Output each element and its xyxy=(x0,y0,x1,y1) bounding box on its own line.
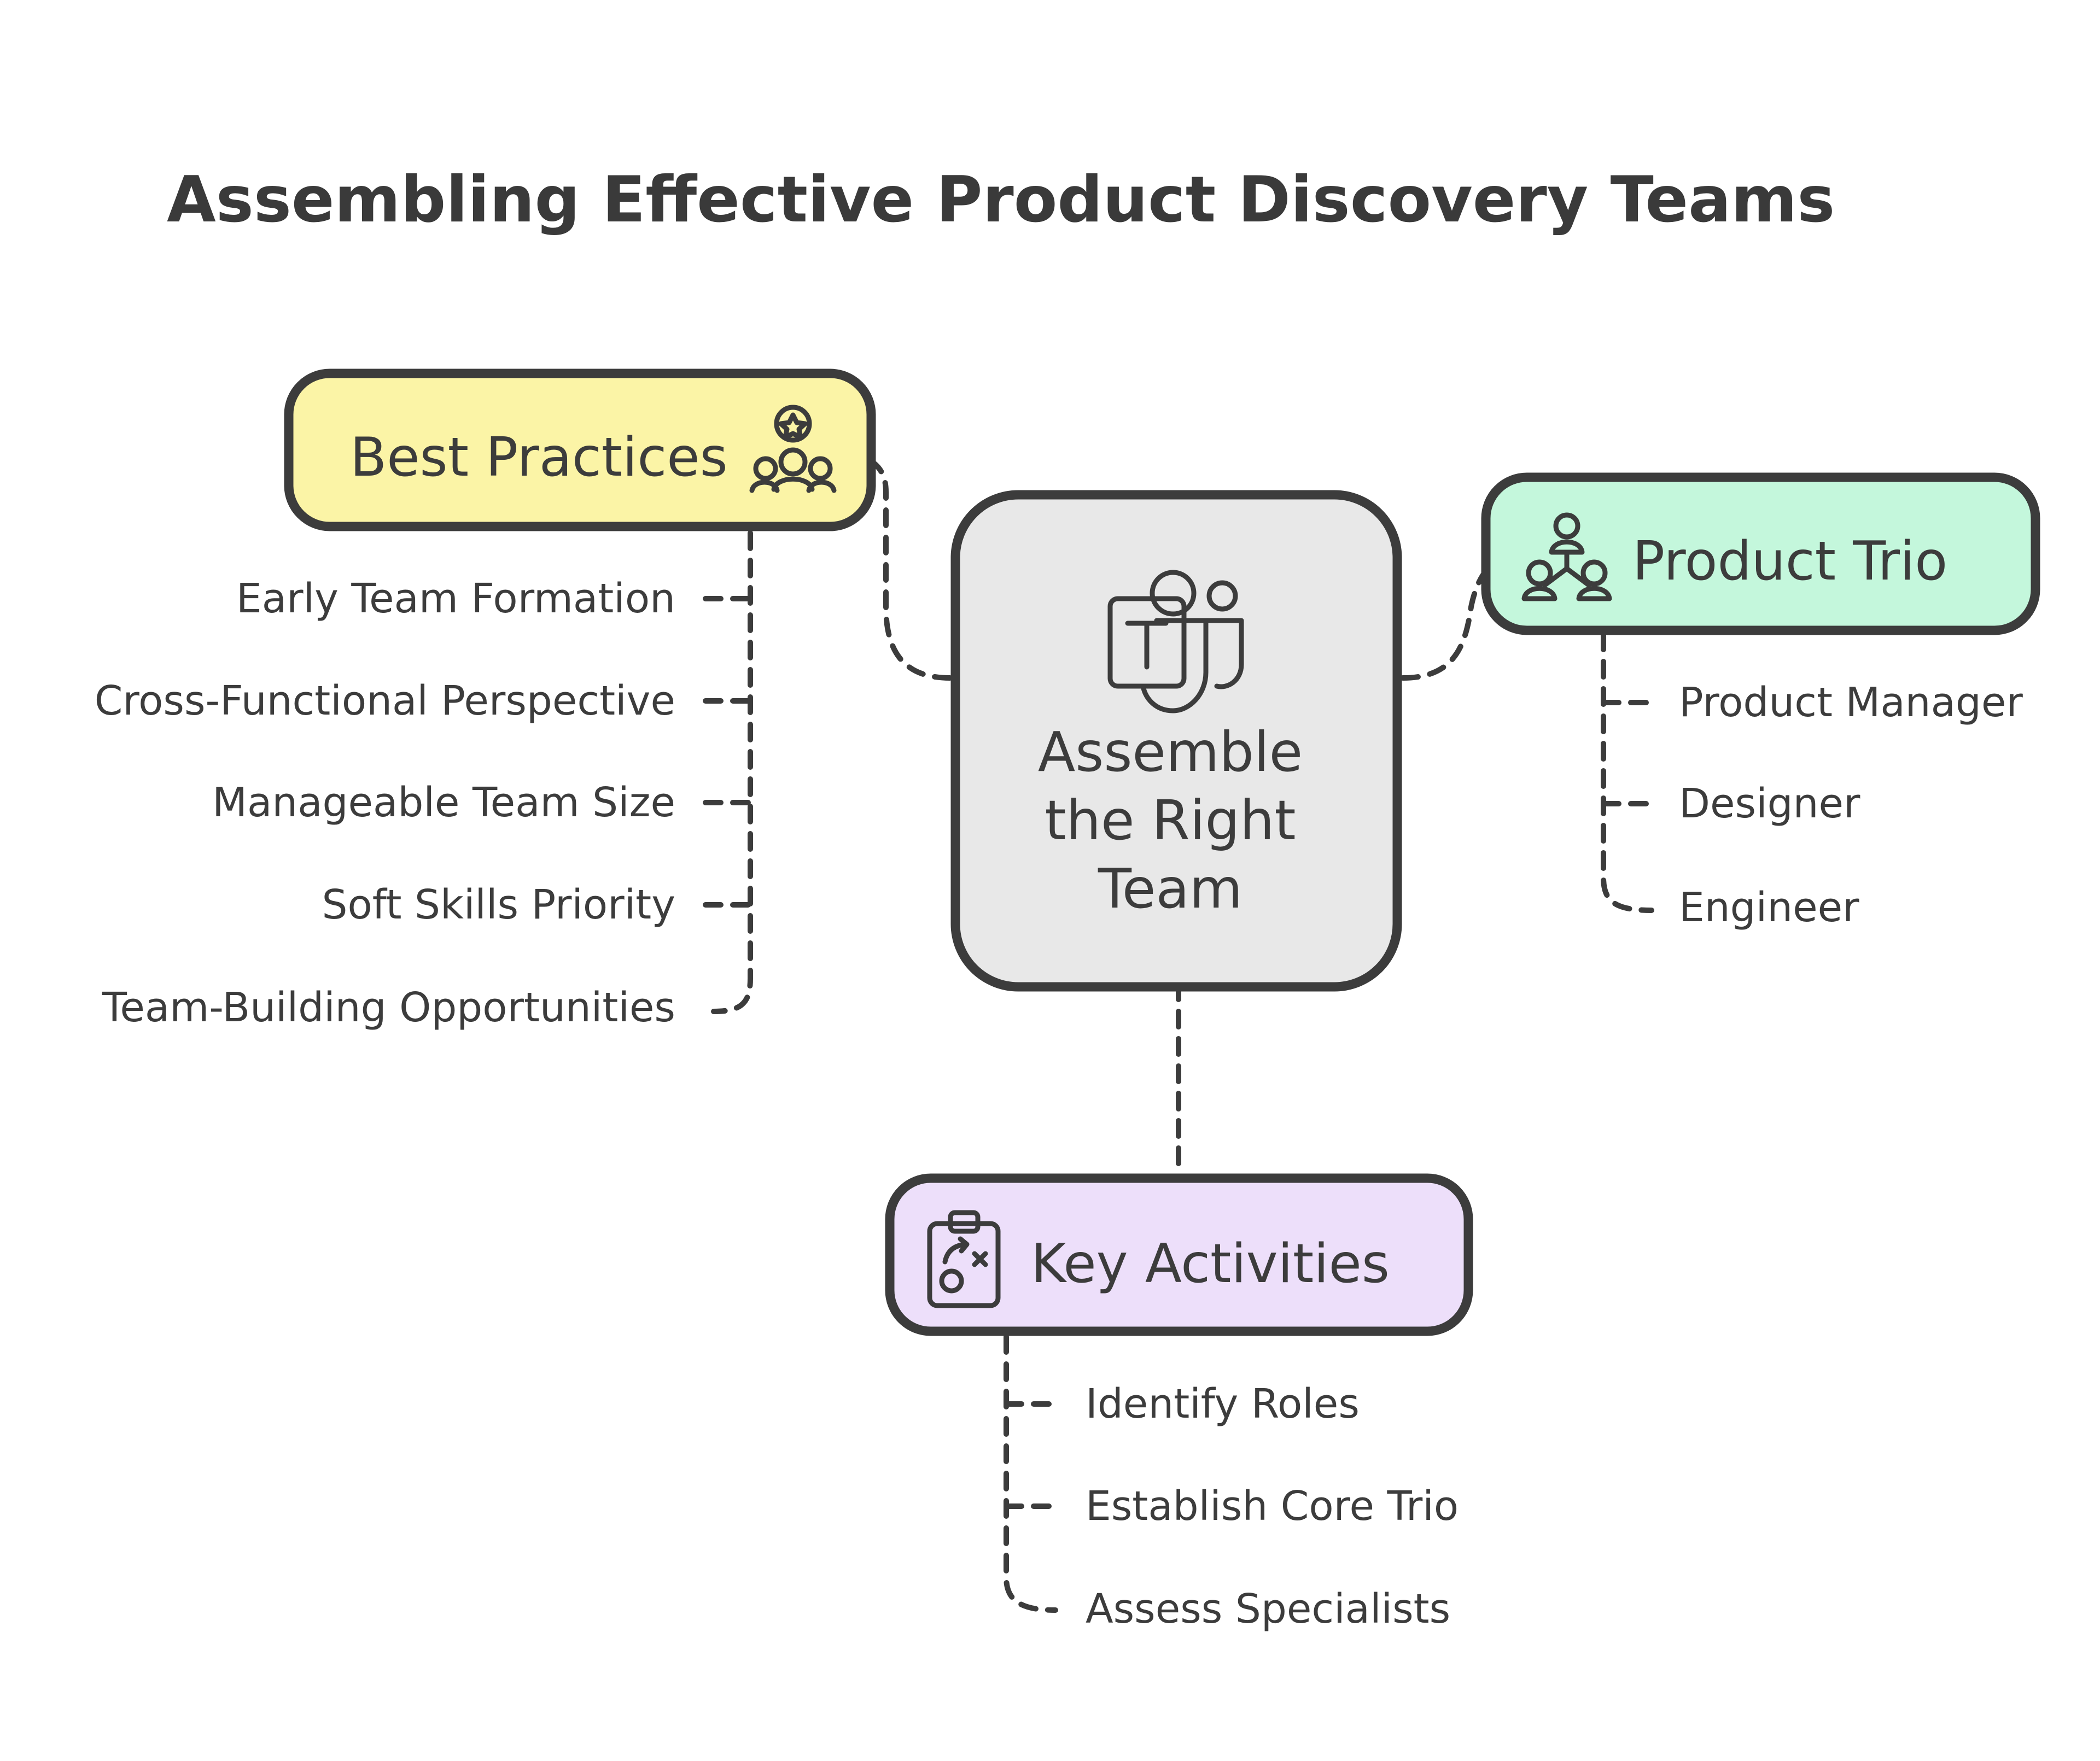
product-trio-node[interactable]: Product Trio xyxy=(1481,472,2040,635)
list-item: Team-Building Opportunities xyxy=(102,984,675,1031)
list-item: Establish Core Trio xyxy=(1086,1483,1459,1530)
key-activities-label: Key Activities xyxy=(1031,1233,1390,1295)
list-item: Product Manager xyxy=(1679,679,2023,726)
center-label-line: the Right xyxy=(1045,788,1296,852)
key-activities-spine xyxy=(1004,1334,1058,1613)
list-item: Designer xyxy=(1679,780,1860,827)
list-item: Manageable Team Size xyxy=(212,779,675,826)
strategy-clipboard-icon xyxy=(927,1210,1001,1308)
teams-icon xyxy=(1107,570,1244,713)
list-item: Engineer xyxy=(1679,884,1859,931)
team-group-icon xyxy=(749,405,837,493)
center-label-line: Team xyxy=(1098,857,1242,921)
list-item: Cross-Functional Perspective xyxy=(95,677,675,724)
product-trio-label: Product Trio xyxy=(1632,530,1947,593)
list-item: Soft Skills Priority xyxy=(322,881,676,928)
best-practices-node[interactable]: Best Practices xyxy=(284,368,876,531)
best-practices-label: Best Practices xyxy=(350,426,728,489)
list-item: Identify Roles xyxy=(1086,1380,1360,1427)
product-trio-spine xyxy=(1601,631,1654,913)
key-activities-box[interactable] xyxy=(885,1173,1473,1336)
best-practices-items: Early Team Formation Cross-Functional Pe… xyxy=(95,575,675,1031)
connector-center-product-trio xyxy=(1400,549,1512,681)
key-activities-items: Identify Roles Establish Core Trio Asses… xyxy=(1086,1380,1459,1633)
diagram-title: Assembling Effective Product Discovery T… xyxy=(167,163,1835,237)
best-practices-spine xyxy=(711,530,753,1014)
best-practices-box[interactable] xyxy=(284,368,876,531)
key-activities-node[interactable]: Key Activities xyxy=(885,1173,1473,1336)
list-item: Early Team Formation xyxy=(236,575,675,622)
org-hierarchy-icon xyxy=(1521,512,1612,601)
product-trio-box[interactable] xyxy=(1481,472,2040,635)
list-item: Assess Specialists xyxy=(1086,1586,1450,1633)
center-box[interactable] xyxy=(950,490,1402,992)
center-node[interactable]: Assemble the Right Team xyxy=(950,490,1402,992)
product-trio-items: Product Manager Designer Engineer xyxy=(1679,679,2023,931)
center-label-line: Assemble xyxy=(1038,720,1303,784)
